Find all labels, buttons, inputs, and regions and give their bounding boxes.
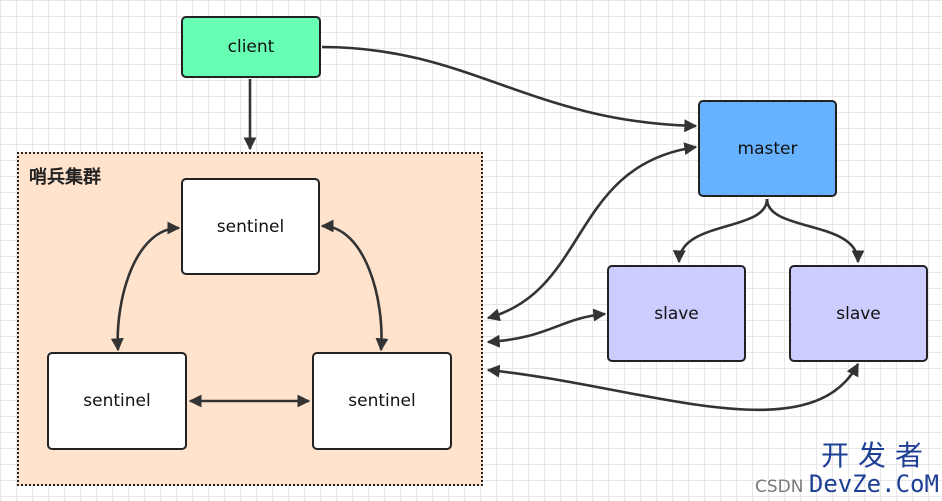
watermark-brand: DevZe.CoM <box>808 470 939 498</box>
watermark-prefix: CSDN <box>755 477 804 497</box>
edge-cluster-slave-1 <box>486 308 607 348</box>
watermark-title: 开发者 <box>820 439 932 472</box>
cluster-title: 哨兵集群 <box>29 167 101 188</box>
edge-master-to-slave-1 <box>672 198 769 264</box>
edge-cluster-slave-2 <box>486 362 860 412</box>
sentinel-node-right-label: sentinel <box>348 391 416 411</box>
sentinel-node-top-label: sentinel <box>216 216 285 237</box>
sentinel-node-left-label: sentinel <box>83 391 151 411</box>
master-node-label: master <box>737 138 798 159</box>
client-node[interactable]: client <box>181 16 321 78</box>
watermark-line: CSDN DevZe.CoM <box>755 470 939 498</box>
sentinel-node-left[interactable]: sentinel <box>47 352 187 450</box>
slave-node-1[interactable]: slave <box>607 265 746 362</box>
slave-node-1-label: slave <box>654 303 699 324</box>
slave-node-2-label: slave <box>836 303 881 324</box>
sentinel-node-right[interactable]: sentinel <box>312 352 452 450</box>
edge-client-to-master <box>321 45 698 133</box>
sentinel-node-top[interactable]: sentinel <box>181 178 320 275</box>
master-node[interactable]: master <box>698 100 837 197</box>
edge-master-to-slave-2 <box>765 198 865 264</box>
client-node-label: client <box>227 37 275 57</box>
watermark: 开发者 CSDN DevZe.CoM <box>755 434 940 498</box>
slave-node-2[interactable]: slave <box>789 265 928 362</box>
